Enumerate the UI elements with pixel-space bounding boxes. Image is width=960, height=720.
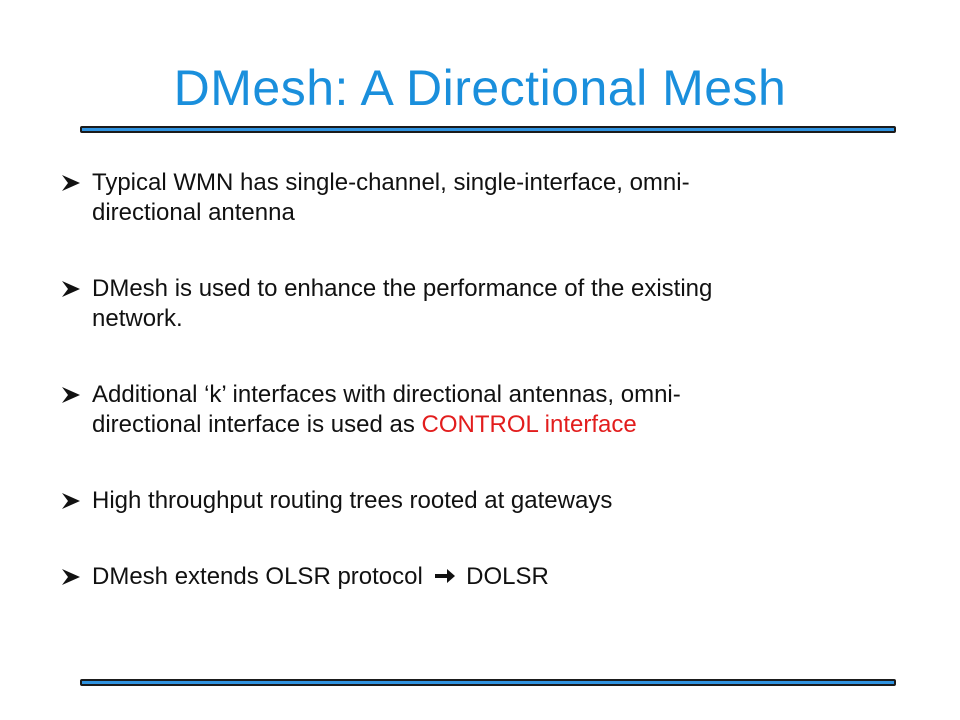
right-arrow-icon	[434, 564, 456, 584]
arrowhead-bullet-icon	[60, 274, 84, 304]
bullet-item: DMesh extends OLSR protocol DOLSR	[60, 562, 900, 592]
arrowhead-bullet-icon	[60, 380, 84, 410]
bullet-text-line: directional antenna	[92, 199, 295, 226]
footer-rule-bottom	[80, 679, 896, 686]
bullet-text-line: DMesh extends OLSR protocol	[92, 563, 430, 590]
title-rule-top	[80, 126, 896, 133]
bullet-item: High throughput routing trees rooted at …	[60, 486, 900, 516]
control-interface-highlight: CONTROL interface	[421, 411, 637, 438]
bullet-text-line: directional interface is used as	[92, 411, 422, 438]
bullet-text-line: Additional ‘k’ interfaces with direction…	[92, 381, 681, 408]
arrowhead-bullet-icon	[60, 168, 84, 198]
bullet-text-line: Typical WMN has single-channel, single-i…	[92, 169, 690, 196]
bullet-text-line: DOLSR	[459, 563, 549, 590]
bullet-item: Additional ‘k’ interfaces with direction…	[60, 380, 900, 440]
bullet-text-line: DMesh is used to enhance the performance…	[92, 275, 713, 302]
bullet-list: Typical WMN has single-channel, single-i…	[60, 168, 900, 638]
arrowhead-bullet-icon	[60, 562, 84, 592]
bullet-text-line: network.	[92, 305, 183, 332]
bullet-item: DMesh is used to enhance the performance…	[60, 274, 900, 334]
bullet-item: Typical WMN has single-channel, single-i…	[60, 168, 900, 228]
arrowhead-bullet-icon	[60, 486, 84, 516]
slide-title: DMesh: A Directional Mesh	[173, 60, 787, 116]
bullet-text-line: High throughput routing trees rooted at …	[92, 487, 613, 514]
